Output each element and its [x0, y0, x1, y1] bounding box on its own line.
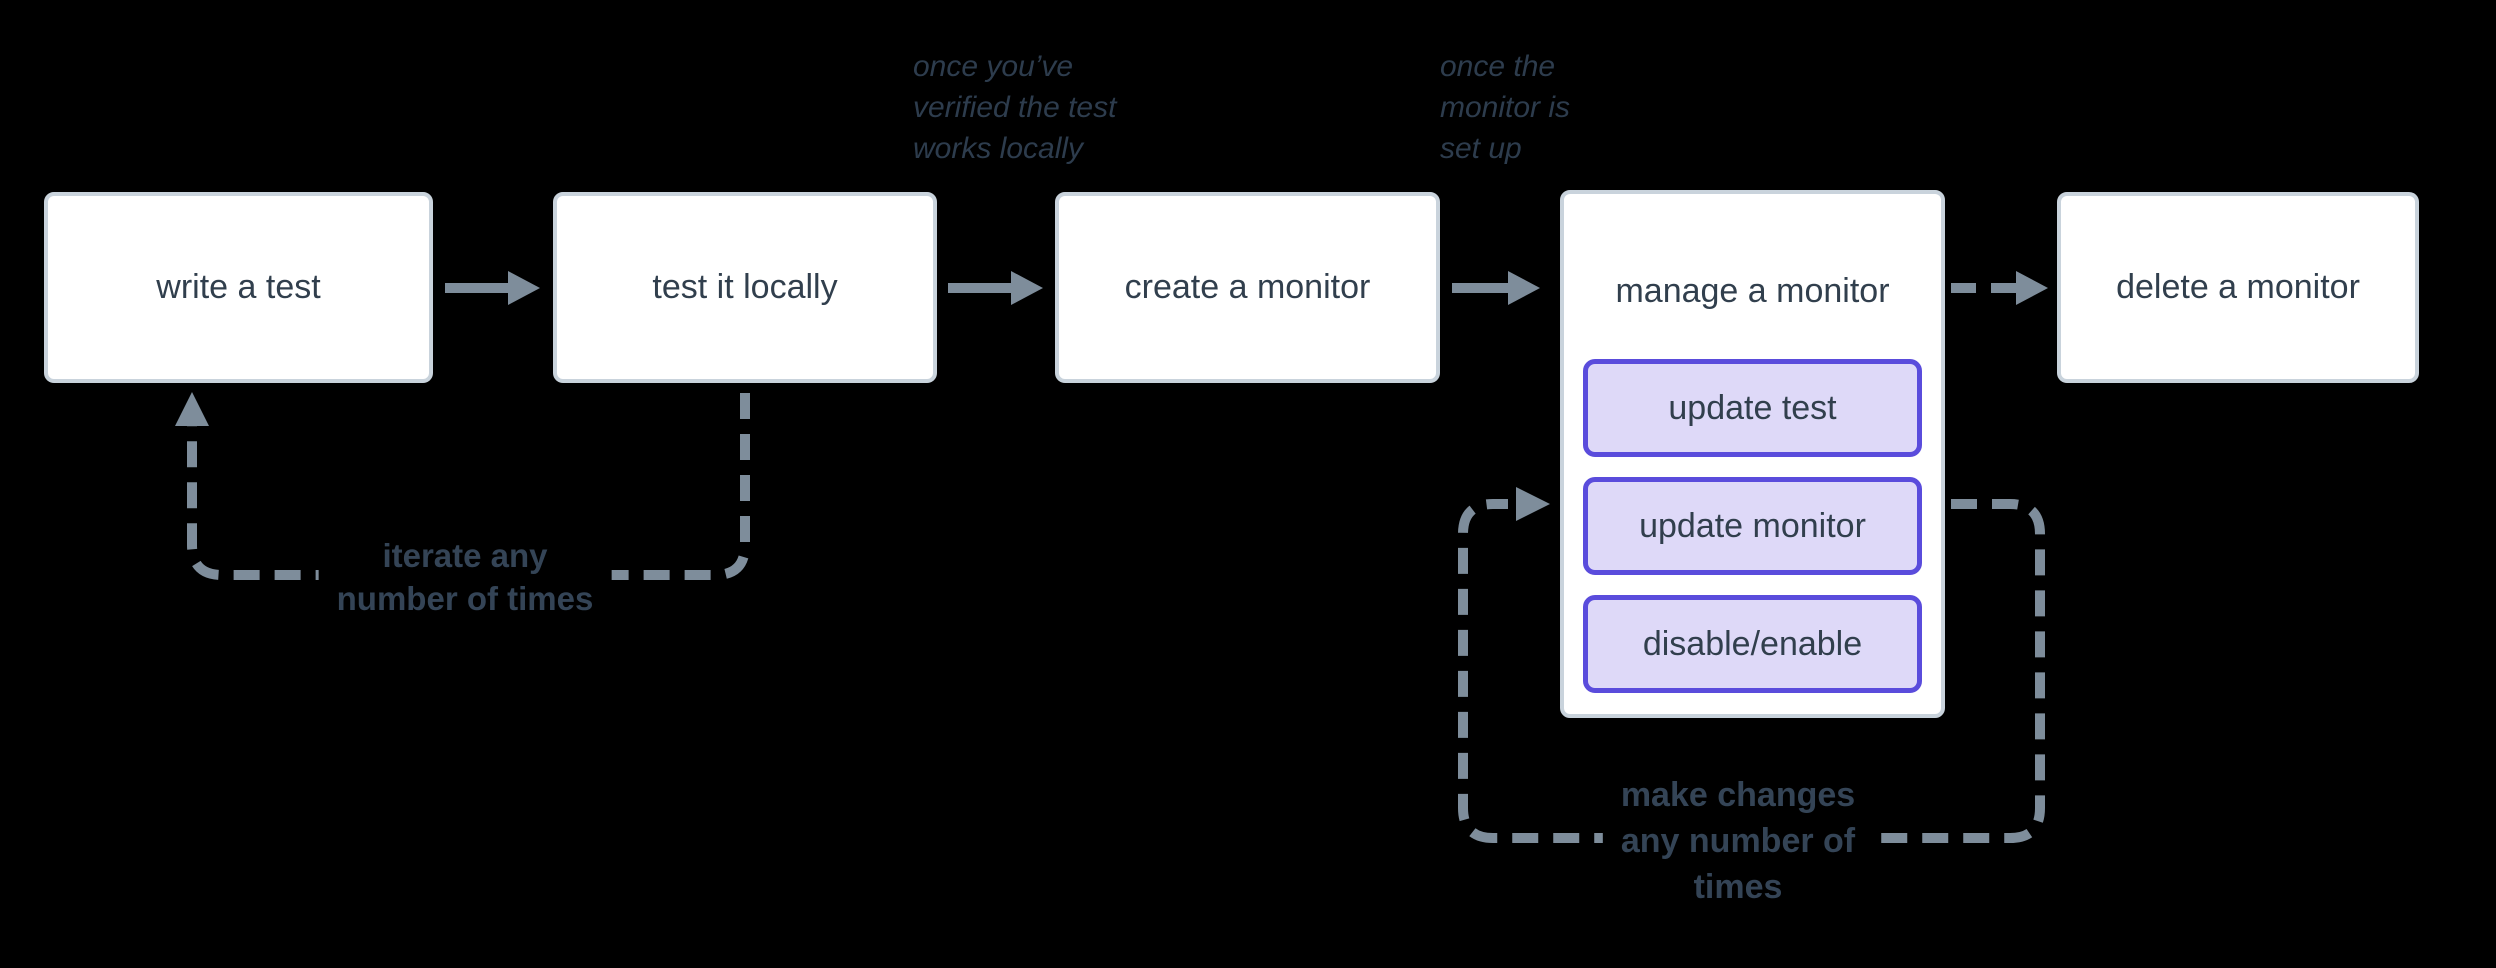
- arrowhead-right-icon: [508, 271, 540, 305]
- loop-label-line: iterate any: [382, 537, 548, 574]
- annotation-line: once you’ve: [913, 50, 1074, 83]
- node-label: manage a monitor: [1615, 272, 1890, 310]
- arrowhead-right-icon: [2016, 271, 2048, 305]
- node-test-it-locally: test it locally: [553, 192, 937, 383]
- arrow-test-to-create: [948, 271, 1043, 305]
- arrow-write-to-test: [445, 271, 540, 305]
- annotation-line: verified the test: [913, 91, 1117, 124]
- node-write-a-test: write a test: [44, 192, 433, 383]
- loop-label-line: number of times: [336, 580, 594, 617]
- annotation-line: works locally: [913, 132, 1084, 165]
- action-update-monitor: update monitor: [1583, 477, 1922, 575]
- arrowhead-up-icon: [175, 392, 209, 426]
- node-create-a-monitor: create a monitor: [1055, 192, 1440, 383]
- loop-label-line: make changes: [1620, 776, 1856, 814]
- action-label: update monitor: [1639, 506, 1866, 545]
- node-label: delete a monitor: [2116, 268, 2360, 306]
- arrowhead-right-icon: [1516, 487, 1550, 521]
- node-label: create a monitor: [1124, 268, 1371, 306]
- loop-label-make-changes: make changes any number of times: [1602, 770, 1874, 912]
- action-label: update test: [1668, 388, 1837, 427]
- arrow-manage-to-delete: [1951, 271, 2048, 305]
- loop-label-iterate: iterate any number of times: [318, 532, 612, 622]
- loop-label-line: any number of: [1620, 822, 1856, 860]
- action-label: disable/enable: [1642, 624, 1863, 663]
- node-manage-a-monitor: manage a monitor update test update moni…: [1560, 190, 1945, 718]
- node-label: test it locally: [652, 268, 838, 306]
- annotation-once-set-up: once the monitor is set up: [1440, 46, 1570, 169]
- arrowhead-right-icon: [1508, 271, 1540, 305]
- node-delete-a-monitor: delete a monitor: [2057, 192, 2419, 383]
- arrowhead-right-icon: [1011, 271, 1043, 305]
- annotation-line: monitor is: [1440, 91, 1571, 124]
- action-update-test: update test: [1583, 359, 1922, 457]
- annotation-line: once the: [1440, 50, 1556, 83]
- annotation-line: set up: [1440, 132, 1522, 165]
- loop-label-line: times: [1693, 868, 1783, 906]
- node-label: write a test: [156, 268, 321, 306]
- action-disable-enable: disable/enable: [1583, 595, 1922, 693]
- make-changes-loop-connector: [1458, 487, 2045, 843]
- arrow-create-to-manage: [1452, 271, 1540, 305]
- iterate-loop-connector: [175, 392, 750, 580]
- annotation-once-verified: once you’ve verified the test works loca…: [913, 46, 1116, 169]
